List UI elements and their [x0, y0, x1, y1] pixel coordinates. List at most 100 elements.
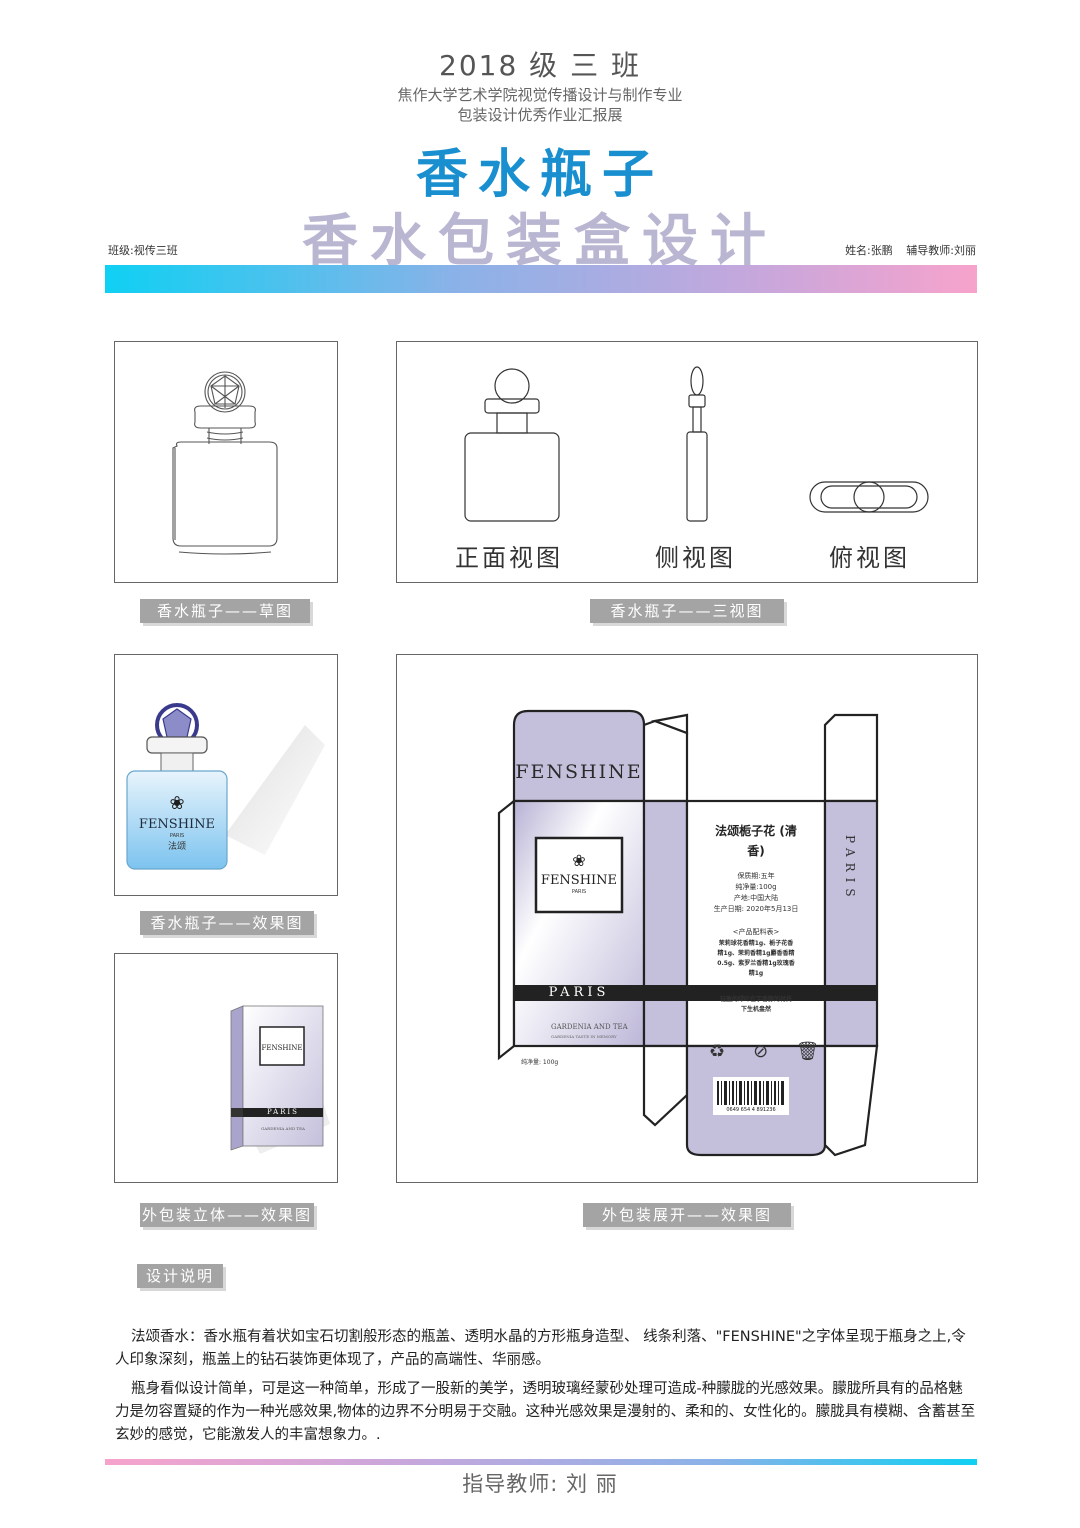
school-line: 焦作大学艺术学院视觉传播设计与制作专业 [397, 86, 683, 104]
right-side-panel-shape [823, 799, 879, 1048]
spec-list: 保质期:五年 纯净量:100g 产地:中国大陆 生产日期: 2020年5月13日 [693, 871, 819, 915]
front-cap-shape [494, 368, 530, 404]
top-collar-shape [820, 485, 918, 509]
mid-top-flap-shape [642, 719, 689, 803]
spec-net-weight: 纯净量:100g [735, 883, 777, 891]
three-view-caption: 香水瓶子——三视图 [590, 599, 784, 623]
bottle-collar-shape [146, 736, 208, 754]
mid-top-tab-shape [650, 713, 689, 735]
unfold-front-brand: FENSHINE [515, 761, 643, 783]
slogan-line: 下生机盎然 [740, 1006, 771, 1013]
product-name-line1: 法颂栀子花 (清 [715, 824, 797, 838]
bottle-rose-icon: ❀ [169, 793, 185, 814]
product-name-line2: 香) [747, 844, 765, 858]
class-year: 2018 级 三 班 [439, 49, 641, 82]
exhibit-line: 包装设计优秀作业汇报展 [457, 106, 623, 124]
bottle-body-shape [126, 770, 228, 870]
box-side-band-shape [231, 1108, 243, 1117]
ingredient-line: 茉莉球花香精1g、栀子花香 [718, 940, 794, 947]
product-name: 法颂栀子花 (清 香) [693, 821, 819, 861]
render-caption: 香水瓶子——效果图 [140, 911, 314, 935]
spec-shelf-life: 保质期:五年 [737, 872, 775, 880]
description-paragraph-2: 瓶身看似设计简单，可是这一种简单，形成了一股新的美学，透明玻璃经蒙砂处理可造成-… [115, 1381, 976, 1443]
tutor-name: 辅导教师:刘丽 [906, 244, 976, 257]
ingredient-title: <产品配料表> [732, 928, 780, 936]
left-side-panel-shape [642, 799, 689, 1048]
unfold-panel: FENSHINE ❀ FENSHINE PARIS PARIS GARDENIA… [396, 654, 978, 1183]
name-tutor-label: 姓名:张鹏 辅导教师:刘丽 [835, 242, 976, 258]
bottle-neck-shape [160, 752, 194, 772]
student-name: 姓名:张鹏 [845, 244, 893, 257]
unfold-caption: 外包装展开——效果图 [583, 1203, 791, 1227]
bottle-render-drawing [126, 703, 325, 870]
no-fire-icon: ⊘ [753, 1041, 769, 1062]
side-cap-shape [690, 366, 704, 396]
unfold-net-content: 纯净量: 100g [521, 1059, 559, 1066]
bottle-shadow-shape [225, 725, 325, 855]
left-glue-flap-shape [497, 798, 516, 1061]
right-bottom-flap-shape [823, 1044, 879, 1157]
box3d-gardenia: GARDENIA AND TEA [261, 1126, 305, 1131]
spec-date: 生产日期: 2020年5月13日 [713, 905, 799, 913]
front-body-shape [464, 432, 560, 522]
box-black-band-shape [514, 985, 877, 1001]
ingredient-line: 0.5g、紫罗兰香精1g玫瑰香 [717, 960, 795, 967]
barcode-bars [717, 1081, 784, 1105]
unfold-logo-sub: PARIS [571, 889, 587, 895]
box3d-brand: FENSHINE [261, 1044, 303, 1052]
top-cap-shape [853, 481, 885, 513]
ingredient-line: 精1g、茉莉香精1g麝香香精 [717, 950, 795, 957]
ingredient-line: 精1g [748, 970, 764, 977]
sketch-panel [114, 341, 338, 583]
bottle-brand: FENSHINE [138, 817, 216, 832]
box3d-panel: FENSHINE PARIS GARDENIA AND TEA [114, 953, 338, 1183]
box-logo-frame-shape [259, 1026, 305, 1066]
bottle-brand-cn: 法颂 [167, 842, 186, 852]
side-neck-shape [692, 406, 702, 433]
front-collar-shape [484, 398, 540, 414]
box-band-shape [243, 1108, 323, 1117]
box3d-band-text: PARIS [267, 1108, 299, 1116]
class-label: 班级:视传三班 [108, 244, 178, 257]
design-notes-label: 设计说明 [137, 1264, 223, 1288]
box3d-drawing [230, 1005, 330, 1154]
top-view-label: 俯视图 [829, 544, 910, 572]
side-body-shape [686, 431, 708, 522]
unfold-rose-icon: ❀ [572, 851, 586, 870]
unfold-logo-brand: FENSHINE [540, 873, 618, 888]
front-neck-shape [496, 412, 528, 434]
front-top-flap-shape [512, 709, 646, 803]
footer-teacher: 指导教师: 刘 丽 [462, 1472, 618, 1496]
render-panel: ❀ FENSHINE PARIS 法颂 [114, 654, 338, 896]
left-bottom-flap-shape [642, 1044, 689, 1127]
back-panel-shape [685, 799, 827, 1048]
logo-frame-shape [534, 836, 624, 914]
spec-origin: 产地:中国大陆 [733, 894, 779, 902]
bottle-brand-sub: PARIS [169, 833, 185, 839]
unfold-gardenia-sub: GARDENIA TASTE IN MEMORY [551, 1034, 617, 1039]
sub-title: 香水包装盒设计 [302, 209, 778, 274]
box-side-shape [230, 1005, 244, 1151]
side-collar-shape [688, 394, 706, 408]
sketch-caption: 香水瓶子——草图 [140, 599, 310, 623]
side-view-label: 侧视图 [655, 544, 736, 572]
ingredient-list: 茉莉球花香精1g、栀子花香 精1g、茉莉香精1g麝香香精 0.5g、紫罗兰香精1… [693, 939, 819, 979]
header-gradient-bar [105, 265, 977, 293]
slogan-line: 轻盈的绿叶在字香豚的衬托 [719, 996, 792, 1003]
description-paragraph-1: 法颂香水：香水瓶有着状如宝石切割般形态的瓶盖、透明水晶的方形瓶身造型、 线条利落… [115, 1329, 966, 1368]
trash-icon: 🗑 [796, 1041, 819, 1062]
three-view-panel: 正面视图 侧视图 俯视图 [396, 341, 978, 583]
side-panel-text: PARIS [843, 835, 857, 903]
right-top-flap-shape [823, 713, 879, 803]
unfold-gardenia: GARDENIA AND TEA [551, 1023, 628, 1031]
unfold-band-text: PARIS [548, 985, 610, 1000]
footer-gradient-bar [105, 1459, 977, 1465]
main-title: 香水瓶子 [415, 145, 664, 205]
unfolded-box-diagram [497, 709, 879, 1157]
box3d-caption: 外包装立体——效果图 [140, 1203, 314, 1227]
front-view-label: 正面视图 [455, 544, 563, 572]
slogan: 轻盈的绿叶在字香豚的衬托 下生机盎然 [693, 995, 819, 1015]
sketch-bottle-drawing [172, 371, 278, 555]
barcode-number: 0649 654 4 891236 [726, 1107, 776, 1113]
symbol-row: ♻ ⊘ 🗑 [709, 1041, 819, 1062]
